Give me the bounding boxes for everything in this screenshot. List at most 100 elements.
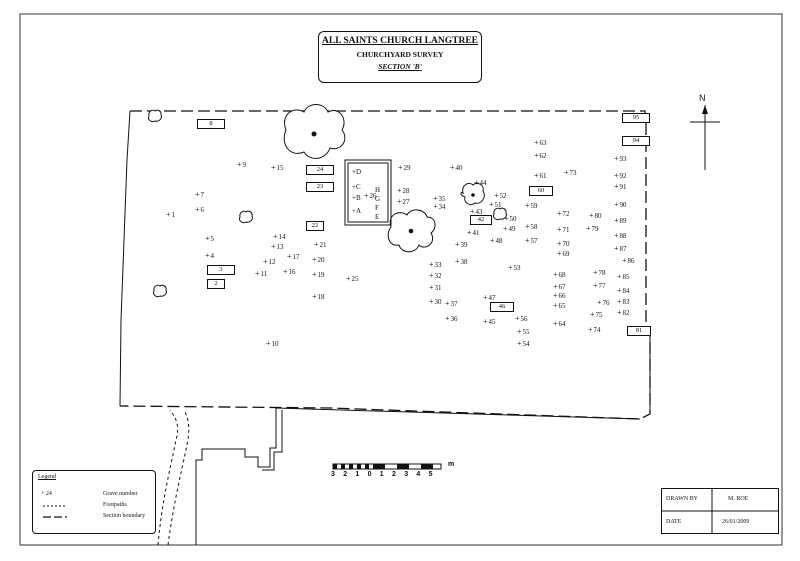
shrub (239, 210, 253, 224)
grave-marker: +20 (312, 256, 325, 265)
grave-number: 64 (558, 320, 566, 328)
grave-number: 77 (598, 282, 606, 290)
grave-marker: +35 (433, 195, 446, 204)
grave-marker: +78 (593, 269, 606, 278)
grave-cross-icon: + (429, 283, 434, 292)
grave-marker: +19 (312, 271, 325, 280)
tomb-letter: E (375, 213, 380, 221)
grave-number: 56 (520, 315, 528, 323)
grave-number: 58 (530, 223, 538, 231)
grave-number: 32 (434, 272, 442, 280)
grave-number: 26 (369, 192, 377, 200)
scale-tick-label: 3 (331, 471, 335, 478)
grave-number: 78 (598, 269, 606, 277)
grave-number: 31 (434, 284, 442, 292)
drawn-by-value: M. ROE (728, 496, 749, 502)
grave-number: 16 (288, 268, 296, 276)
grave-cross-icon: + (525, 201, 530, 210)
grave-number: 70 (562, 240, 570, 248)
grave-marker: +13 (271, 242, 284, 252)
grave-marker: +83 (617, 298, 630, 307)
grave-number: 11 (260, 270, 268, 278)
grave-marker: +51 (489, 201, 502, 210)
grave-number: 75 (595, 311, 603, 319)
grave-marker: +86 (622, 257, 635, 266)
tomb-letter: F (375, 204, 379, 212)
grave-number: 79 (591, 225, 599, 233)
grave-marker: +66 (553, 291, 566, 301)
grave-marker: +82 (617, 309, 630, 318)
grave-number: 82 (622, 309, 630, 317)
grave-cross-icon: + (593, 281, 598, 290)
grave-cross-icon: + (450, 163, 455, 172)
grave-cross-icon: + (553, 319, 558, 328)
grave-cross-icon: + (517, 327, 522, 336)
grave-marker: +57 (525, 236, 538, 246)
boxed-grave-number: 95 (622, 113, 650, 123)
grave-cross-icon: + (271, 242, 276, 251)
grave-cross-icon: + (515, 314, 520, 323)
legend-grave-label: Grave number (103, 491, 138, 497)
grave-marker: +65 (553, 302, 566, 311)
grave-cross-icon: + (617, 272, 622, 281)
shrub (493, 207, 507, 221)
grave-cross-icon: + (614, 200, 619, 209)
grave-cross-icon: + (398, 163, 403, 172)
title-survey: CHURCHYARD SURVEY (356, 50, 444, 59)
grave-number: 73 (569, 169, 577, 177)
grave-cross-icon: + (312, 292, 317, 301)
north-label: N (699, 93, 706, 103)
grave-cross-icon: + (534, 171, 539, 180)
boxed-grave-number: 2 (207, 279, 225, 289)
grave-marker: +36 (445, 315, 458, 324)
grave-number: 88 (619, 232, 627, 240)
grave-marker: +59 (525, 201, 538, 211)
grave-marker: +29 (398, 163, 411, 173)
grave-cross-icon: + (263, 257, 268, 266)
grave-cross-icon: + (429, 260, 434, 269)
grave-number: 14 (278, 233, 286, 241)
grave-marker: +15 (271, 164, 284, 173)
grave-number: 33 (434, 261, 442, 269)
grave-cross-icon: + (614, 244, 619, 253)
tree (283, 104, 346, 159)
grave-number: 86 (627, 257, 635, 265)
grave-number: 34 (438, 203, 446, 211)
grave-marker: +33 (429, 260, 442, 270)
grave-marker: +6 (195, 206, 204, 215)
grave-marker: +4 (205, 252, 214, 261)
grave-number: 19 (317, 271, 325, 279)
grave-marker: +9 (237, 161, 246, 170)
grave-number: 53 (513, 264, 521, 272)
grave-cross-icon: + (397, 186, 402, 195)
grave-number: 80 (594, 212, 602, 220)
grave-marker: +27 (397, 197, 410, 207)
grave-marker: +90 (614, 200, 627, 210)
grave-number: 49 (508, 225, 516, 233)
tomb-letter: +A (352, 207, 362, 215)
grave-cross-icon: + (589, 211, 594, 220)
grave-marker: +7 (195, 191, 204, 200)
grave-number: 39 (460, 241, 468, 249)
grave-cross-icon: + (525, 236, 530, 245)
north-arrow-icon (690, 105, 720, 170)
grave-cross-icon: + (397, 197, 402, 206)
grave-cross-icon: + (433, 202, 438, 211)
grave-number: 48 (495, 237, 503, 245)
legend: Legend + 24 Grave number Footpaths Secti… (32, 470, 156, 534)
grave-number: 61 (539, 172, 547, 180)
grave-marker: +5 (205, 235, 214, 244)
grave-cross-icon: + (590, 310, 595, 319)
grave-cross-icon: + (470, 207, 475, 216)
grave-number: 30 (434, 298, 442, 306)
scale-bar (332, 463, 442, 470)
grave-marker: +76 (597, 299, 610, 308)
section-boundary (119, 110, 651, 420)
date-value: 26/01/2009 (722, 519, 750, 525)
grave-cross-icon: + (617, 286, 622, 295)
grave-cross-icon: + (553, 291, 558, 300)
scale-tick-label: 1 (379, 471, 384, 478)
grave-marker: +69 (557, 250, 570, 259)
grave-cross-icon: + (429, 297, 434, 306)
grave-marker: +10 (266, 340, 279, 349)
